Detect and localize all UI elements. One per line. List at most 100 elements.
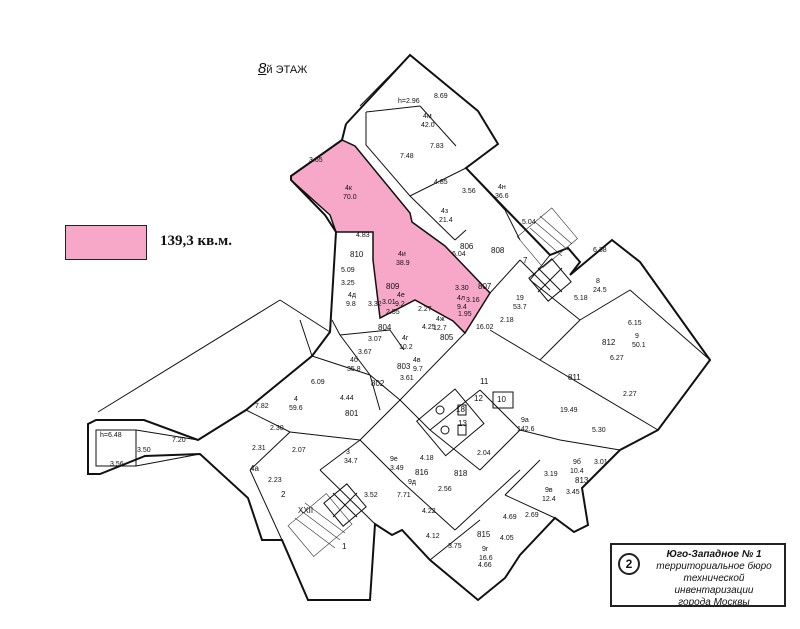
dimension: 3.67 [358,349,372,356]
room-area: 142.6 [517,426,535,433]
room-labels: 4м 42.0 4н 36.6 4к 70.0 4з 21.4 4и 38.9 … [289,113,646,562]
stamp-number: 2 [618,553,640,575]
dimension-labels: h=2.96 h=6.48 8.69 7.48 7.83 4.85 3.56 5… [100,93,642,569]
space-number: 18 [456,405,465,414]
room-code: 802 [371,379,385,388]
room-id: 9 [635,333,639,340]
room-area: 36.6 [495,193,509,200]
dimension: 3.16 [466,297,480,304]
dimension: 4.05 [500,535,514,542]
floor-label: ЭТАЖ [275,64,308,76]
dimension: 3.30 [455,285,469,292]
room-area: 9.8 [346,301,356,308]
dimension: 5.18 [574,295,588,302]
room-id: 9г [482,546,489,553]
room-id: 4л [457,295,465,302]
room-code: 812 [602,338,616,347]
room-id: 4н [498,184,506,191]
room-area: 53.7 [513,304,527,311]
dimension: 2.18 [500,317,514,324]
space-number: 13 [458,419,467,428]
dimension: 7.71 [397,492,411,499]
space-number: 10 [497,395,506,404]
dimension: 2.07 [292,447,306,454]
dimension: 4.25 [422,324,436,331]
room-id: 19 [516,295,524,302]
dimension: 3.50 [137,447,151,454]
room-area: 9.4 [457,304,467,311]
stamp-line: Юго-Западное № 1 [666,549,762,560]
room-area: 12.4 [542,496,556,503]
legend-area-label: 139,3 кв.м. [160,233,232,249]
dimension: 5.04 [522,219,536,226]
room-code: 807 [478,282,492,291]
dimension: 3.07 [368,336,382,343]
dimension: 4.83 [356,232,370,239]
dimension: 3.56 [110,461,124,468]
space-number: 11 [480,377,489,386]
room-id: 4и [398,251,406,258]
dimension: 6.04 [452,251,466,258]
space-number: 7 [523,256,528,265]
room-area: 34.7 [344,458,358,465]
room-id: 4 [294,396,298,403]
stairwell-east [516,207,578,302]
room-code: 810 [350,250,364,259]
stamp-line: технической инвентаризации [674,573,754,596]
dimension: 3.56 [462,188,476,195]
dimension: 4.22 [422,508,436,515]
space-number: XXII [298,506,313,515]
dimension: 3.75 [448,543,462,550]
stamp-line: города Москвы [678,597,750,608]
room-area: 24.5 [593,287,607,294]
room-id: 4д [348,292,356,299]
room-area: 35.8 [347,366,361,373]
dimension: 4.66 [478,562,492,569]
dimension: 3.65 [309,157,323,164]
dimension: 2.31 [252,445,266,452]
dimension: 8.69 [434,93,448,100]
dimension: 4.69 [503,514,517,521]
room-area: 3.49 [390,465,404,472]
room-id: 4б [350,356,358,364]
dimension: 3.01 [594,459,608,466]
room-code: 801 [345,409,359,418]
room-area: 10.2 [399,344,413,351]
room-code: 816 [415,468,429,477]
legend-swatch [65,225,147,260]
dimension: 3.61 [400,375,414,382]
dimension: 3.32 [368,301,382,308]
room-area: 70.0 [343,194,357,201]
floor-title: 8й ЭТАЖ [258,60,307,77]
room-codes: 810 809 808 807 806 805 804 803 802 801 … [345,242,616,539]
ceiling-height: h=2.96 [398,98,420,105]
dimension: 3.52 [364,492,378,499]
dimension: 2.30 [270,425,284,432]
dimension: 6.27 [610,355,624,362]
room-area: 21.4 [439,217,453,224]
room-code: 805 [440,333,454,342]
building-outline [87,53,712,602]
room-id: 4в [413,357,421,364]
floor-number: 8 [258,60,267,77]
dimension: 2.27 [623,391,637,398]
room-id: 4з [441,208,448,215]
dimension: 19.49 [560,407,578,414]
room-id: 9д [408,479,416,486]
dimension: 5.09 [341,267,355,274]
dimension: 6.15 [628,320,642,327]
room-id: 8 [596,278,600,285]
dimension: 2.04 [477,450,491,457]
room-area: 10.4 [570,468,584,475]
stamp-line: территориальное бюро [656,561,772,572]
room-code: 806 [460,242,474,251]
dimension: 2.56 [438,486,452,493]
room-code: 808 [491,246,505,255]
dimension: 2.69 [525,512,539,519]
dimension: 7.48 [400,153,414,160]
room-area: 9.2 [395,301,405,308]
dimension: 1.95 [458,311,472,318]
dimension: 7.83 [430,143,444,150]
auxiliary-numbers: 1 2 4а 7 10 11 12 13 18 XXII [250,256,528,551]
ceiling-height: h=6.48 [100,432,122,439]
